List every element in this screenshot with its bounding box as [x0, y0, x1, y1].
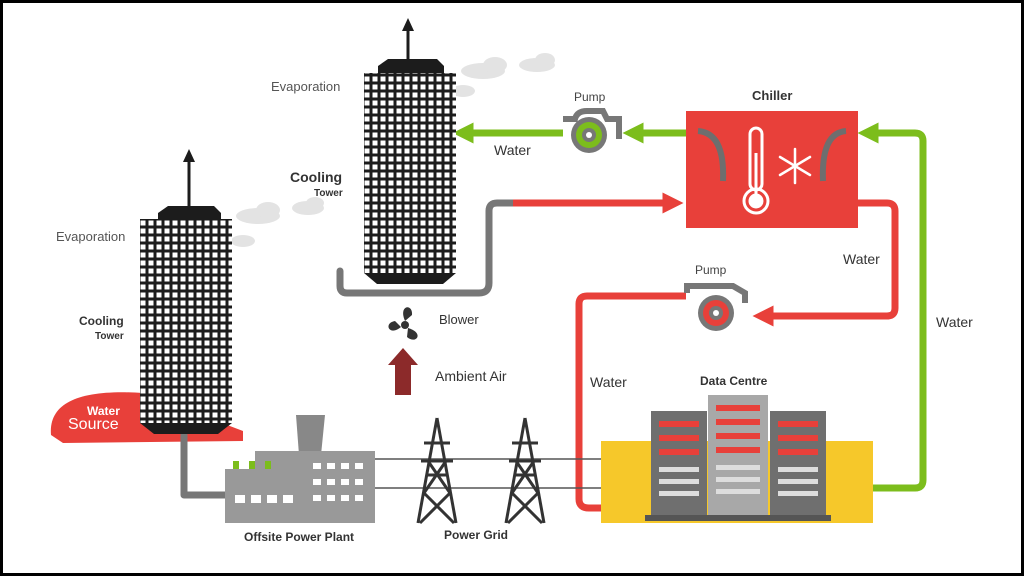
power-pylon — [504, 417, 546, 525]
chiller-label: Chiller — [752, 88, 793, 103]
thermometer-icon — [742, 126, 770, 215]
pump-label: Pump — [695, 263, 727, 277]
pipe-blower-tower — [336, 199, 517, 297]
power-pylon — [416, 417, 458, 525]
pump-label: Pump — [574, 90, 606, 104]
power-grid-label: Power Grid — [444, 528, 509, 542]
cloud-icon — [231, 53, 555, 247]
water-label: Water — [590, 374, 627, 390]
fan-icon — [388, 307, 418, 340]
chiller — [686, 111, 858, 228]
cooling-tower-subtitle: Tower — [314, 188, 343, 199]
evaporation-label: Evaporation — [56, 229, 126, 244]
water-label: Water — [494, 142, 531, 158]
diagram-canvas — [50, 18, 927, 525]
pipe-water-source-to-plant — [180, 431, 235, 499]
water-source-label: Source — [68, 416, 119, 433]
water-label: Water — [843, 251, 880, 267]
data-centre-label: Data Centre — [700, 374, 768, 388]
cooling-tower-title: Cooling — [79, 314, 124, 328]
power-plant — [225, 415, 375, 523]
pipe-datacentre-to-chiller — [855, 122, 927, 492]
snowflake-icon — [778, 147, 812, 185]
power-plant-label: Offsite Power Plant — [244, 530, 355, 544]
pump-icon — [563, 108, 622, 153]
cooling-tower-subtitle: Tower — [95, 331, 124, 342]
blower-label: Blower — [439, 312, 479, 327]
evaporation-label: Evaporation — [271, 79, 341, 94]
water-source-title: Water — [87, 404, 120, 418]
data-centre — [601, 395, 873, 523]
ambient-air-arrow — [388, 348, 418, 395]
cooling-tower-left — [140, 149, 232, 434]
pump-icon — [684, 283, 748, 331]
cooling-tower-title: Cooling — [290, 169, 343, 185]
cooling-tower-top — [364, 18, 456, 284]
pipe-pump-to-datacentre — [575, 292, 686, 519]
water-label: Water — [936, 314, 973, 330]
ambient-air-label: Ambient Air — [435, 368, 507, 384]
pipe-chiller-to-pump — [752, 199, 899, 327]
